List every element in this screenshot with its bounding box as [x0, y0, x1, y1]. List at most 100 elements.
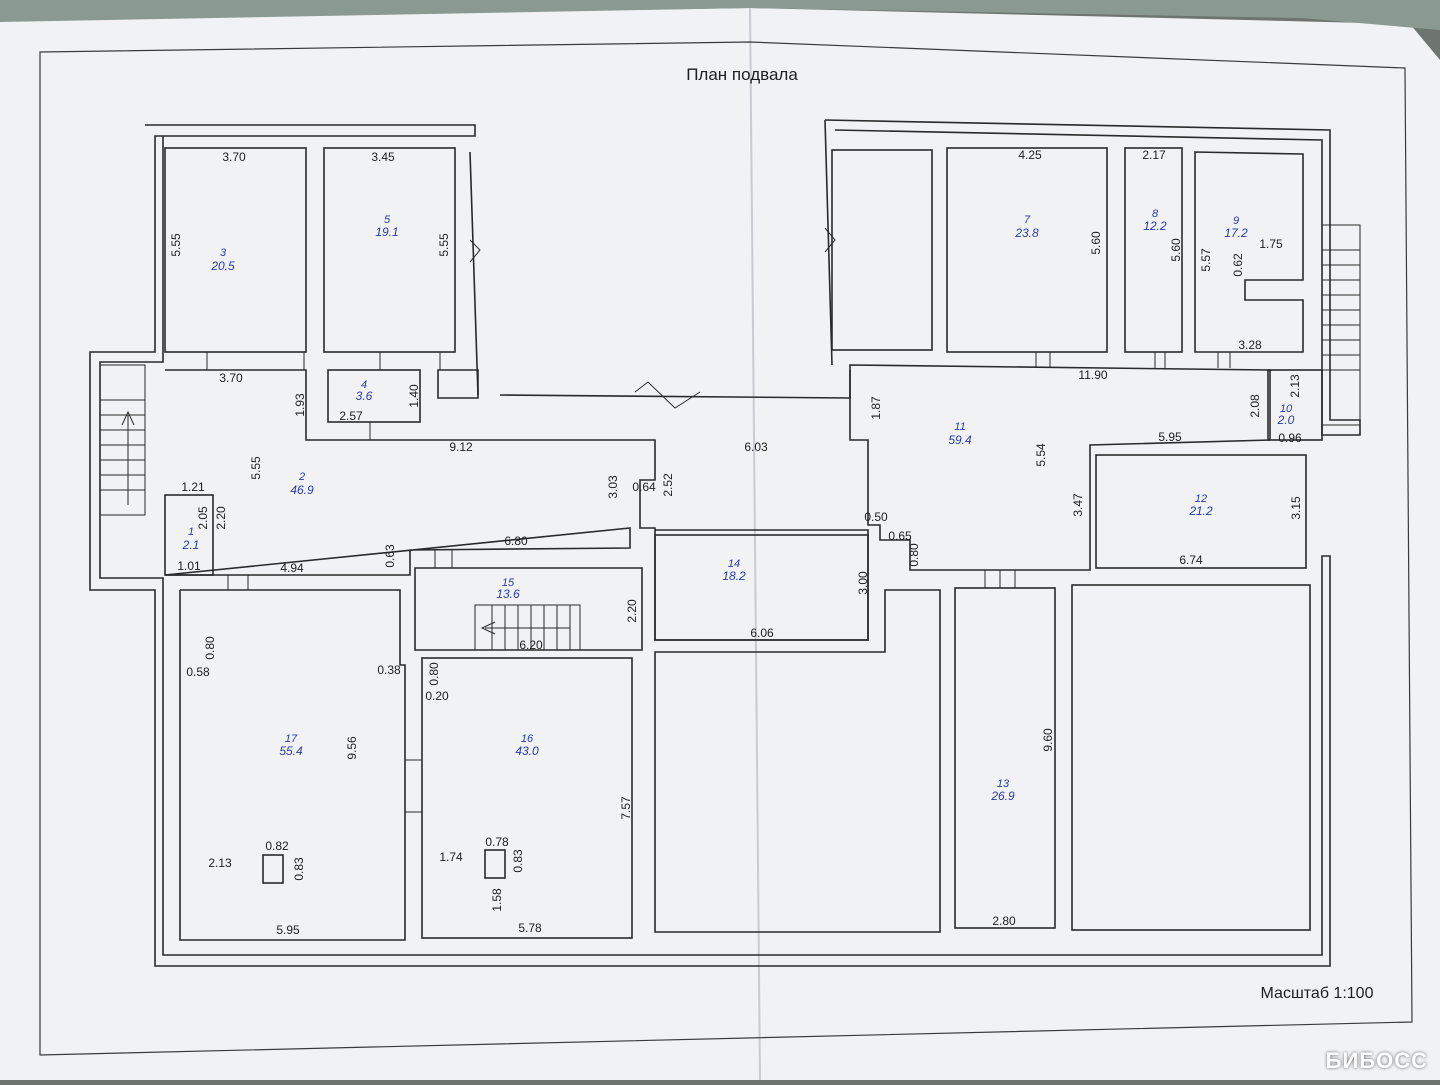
dimension-label: 0.80 — [907, 543, 921, 567]
dimension-label: 0.78 — [485, 835, 509, 849]
dimension-label: 3.15 — [1289, 496, 1303, 520]
dimension-label: 5.95 — [276, 923, 300, 937]
dimension-label: 3.47 — [1071, 493, 1085, 517]
stair-right — [1321, 224, 1361, 426]
dimension-label: 0.80 — [427, 662, 441, 686]
door-marks — [206, 352, 1231, 813]
room-1 — [164, 494, 214, 576]
dimension-label: 0.20 — [425, 689, 449, 703]
dimension-label: 2.57 — [339, 409, 363, 423]
dimension-label: 11.90 — [1078, 368, 1107, 382]
room-4 — [327, 369, 421, 423]
room-14 — [654, 534, 869, 641]
dimension-label: 9.56 — [345, 736, 359, 760]
dimension-label: 2.80 — [992, 914, 1016, 928]
dimension-label: 2.17 — [1142, 148, 1166, 162]
dimension-label: 2.05 — [196, 506, 210, 530]
room-6 — [831, 149, 933, 351]
room-12 — [1095, 454, 1307, 569]
room-label-num: 14 — [728, 558, 740, 570]
dimension-label: 7.57 — [619, 796, 633, 820]
dimension-label: 0.38 — [377, 663, 401, 677]
dimension-labels: 3.70 3.45 5.55 5.55 4.25 5.60 2.17 5.60 … — [169, 148, 1303, 937]
room-5 — [323, 147, 456, 353]
room-label-area: 2.0 — [1277, 413, 1295, 427]
room-label-num: 11 — [954, 421, 965, 433]
room-label-area: 23.8 — [1014, 226, 1039, 240]
dimension-label: 1.74 — [439, 850, 463, 864]
room-label-area: 12.2 — [1143, 219, 1167, 233]
break-marks — [469, 227, 836, 263]
dimension-label: 1.87 — [869, 396, 883, 420]
dimension-label: 9.60 — [1041, 728, 1055, 752]
dimension-label: 6.06 — [750, 626, 774, 640]
room-label-area: 13.6 — [496, 587, 520, 601]
dimension-label: 3.03 — [606, 475, 620, 499]
dimension-label: 3.70 — [222, 150, 246, 164]
stair-left — [99, 364, 146, 516]
desk-background — [0, 0, 1440, 30]
room-label-num: 9 — [1233, 215, 1239, 227]
dimension-label: 9.12 — [449, 440, 473, 454]
drawing-frame — [39, 41, 1413, 1056]
dimension-label: 5.78 — [518, 921, 542, 935]
room-label-num: 5 — [384, 214, 391, 226]
room-label-num: 7 — [1024, 214, 1031, 226]
room-label-num: 4 — [361, 379, 367, 391]
room-label-area: 46.9 — [290, 483, 314, 497]
dimension-label: 2.08 — [1248, 394, 1262, 418]
room-label-num: 8 — [1152, 208, 1159, 220]
room-17 — [179, 589, 406, 941]
room-big-right — [1071, 584, 1311, 931]
room-label-num: 1 — [188, 526, 194, 538]
dimension-label: 3.70 — [219, 371, 243, 385]
room-label-num: 16 — [521, 733, 534, 745]
dimension-label: 6.20 — [519, 638, 543, 652]
room-label-area: 43.0 — [515, 744, 539, 758]
dimension-label: 6.03 — [744, 440, 768, 454]
dimension-label: 5.60 — [1169, 238, 1183, 262]
column-17 — [262, 854, 284, 884]
room-label-area: 17.2 — [1224, 226, 1248, 240]
courtyard-walls — [469, 119, 833, 396]
room-label-num: 12 — [1195, 493, 1207, 505]
dimension-label: 1.01 — [177, 559, 201, 573]
dimension-label: 5.55 — [249, 456, 263, 480]
room-label-area: 19.1 — [375, 225, 398, 239]
dimension-label: 1.58 — [490, 888, 504, 912]
room-label-area: 21.2 — [1188, 504, 1213, 518]
dimension-label: 6.80 — [504, 534, 528, 548]
dimension-label: 0.63 — [383, 544, 397, 568]
room-9 — [1194, 151, 1304, 353]
dimension-label: 2.52 — [661, 473, 675, 497]
room-15 — [414, 567, 643, 651]
dimension-label: 3.45 — [371, 150, 395, 164]
room-label-num: 10 — [1280, 403, 1293, 415]
dimension-label: 1.75 — [1259, 237, 1283, 251]
dimension-label: 0.50 — [864, 510, 888, 524]
room-8 — [1124, 147, 1183, 353]
dimension-label: 1.93 — [293, 393, 307, 417]
watermark-logo: БИБОСС — [1325, 1048, 1428, 1073]
dimension-label: 0.83 — [292, 857, 306, 881]
room-label-area: 59.4 — [948, 433, 972, 447]
room-label-num: 15 — [502, 577, 515, 589]
dimension-label: 0.64 — [632, 480, 656, 494]
room-13 — [954, 587, 1056, 929]
plan-title: План подвала — [686, 65, 798, 84]
break-mark-bottom — [634, 381, 701, 409]
dimension-label: 6.74 — [1179, 553, 1203, 567]
dimension-label: 0.65 — [888, 529, 912, 543]
dimension-label: 5.60 — [1089, 231, 1103, 255]
room-label-area: 3.6 — [356, 389, 373, 403]
outer-wall-right — [824, 119, 1361, 436]
dimension-label: 2.13 — [208, 856, 232, 870]
room-label-num: 3 — [220, 247, 227, 259]
outer-wall — [89, 124, 1331, 967]
room-label-area: 20.5 — [210, 259, 235, 273]
dimension-label: 0.62 — [1231, 253, 1245, 277]
room-7 — [946, 147, 1108, 353]
dimension-label: 0.80 — [203, 636, 217, 660]
